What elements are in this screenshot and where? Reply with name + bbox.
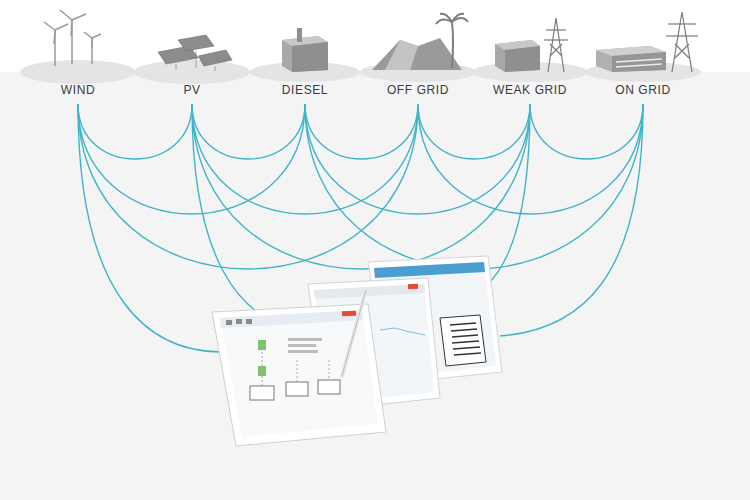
connection-arc xyxy=(418,104,530,159)
connection-arc xyxy=(192,104,530,269)
connection-arc xyxy=(78,104,222,352)
tablets xyxy=(212,256,502,446)
mountain-palm xyxy=(372,14,468,70)
connection-arc xyxy=(305,104,418,159)
connection-arc xyxy=(192,104,305,159)
top-band xyxy=(0,0,750,72)
connection-arc xyxy=(78,104,192,159)
connection-arc xyxy=(192,104,300,330)
source-label: DIESEL xyxy=(282,83,328,97)
connection-arc xyxy=(500,104,643,336)
source-label: OFF GRID xyxy=(387,83,449,97)
source-label-wrap: OFF GRID xyxy=(387,80,449,98)
source-label: PV xyxy=(183,83,200,97)
source-label: ON GRID xyxy=(615,83,671,97)
source-label: WEAK GRID xyxy=(493,83,567,97)
source-label-wrap: WEAK GRID xyxy=(493,80,567,98)
wind-turbines xyxy=(44,10,101,66)
source-label-wrap: WIND xyxy=(61,80,95,98)
connection-arc xyxy=(530,104,643,159)
source-label: WIND xyxy=(61,83,95,97)
solar-panels xyxy=(158,35,232,71)
diesel-generator xyxy=(282,28,328,72)
on-grid-illustration xyxy=(596,12,698,72)
source-label-wrap: PV xyxy=(183,80,200,98)
connection-arc xyxy=(78,104,418,269)
weak-grid-illustration xyxy=(495,18,568,72)
source-label-wrap: ON GRID xyxy=(615,80,671,98)
source-label-wrap: DIESEL xyxy=(282,80,328,98)
connection-arc xyxy=(305,104,643,269)
